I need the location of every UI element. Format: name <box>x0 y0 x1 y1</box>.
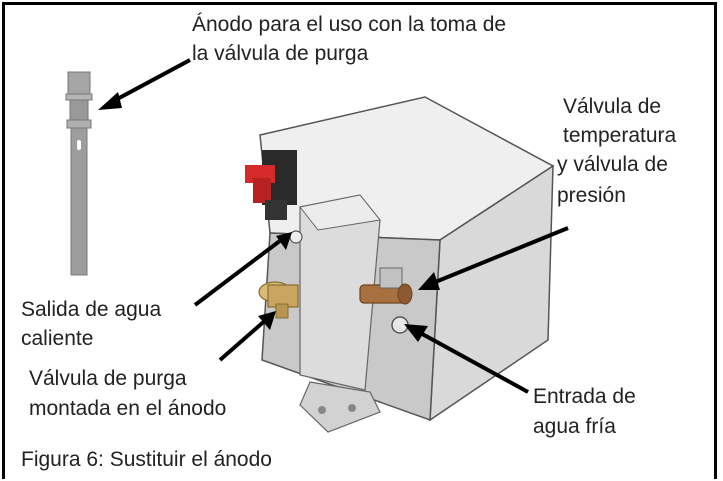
anode-label-line1: Ánodo para el uso con la toma de <box>192 13 507 36</box>
tp-valve-label-line1: Válvula de <box>563 95 662 118</box>
leader-arrows <box>98 58 569 394</box>
tp-valve-label-line3: y válvula de <box>557 153 668 176</box>
hot-outlet-label-line1: Salida de agua <box>21 297 162 322</box>
mounting-bracket <box>299 381 381 433</box>
cold-inlet-label-line2: agua fría <box>533 415 616 438</box>
brass-drain-valve <box>258 281 299 319</box>
cold-inlet-label-line1: Entrada de <box>533 384 636 409</box>
tp-valve <box>359 267 413 305</box>
figure-caption: Figura 6: Sustituir el ánodo <box>21 448 272 471</box>
tp-valve-label-line4: presión <box>557 184 626 207</box>
hot-outlet-label-line2: caliente <box>21 327 94 350</box>
anode-label-line2: la válvula de purga <box>192 42 369 65</box>
drain-valve-label-line2: montada en el ánodo <box>29 397 227 420</box>
hot-outlet-fitting <box>289 230 303 244</box>
red-valve-handle <box>245 150 297 220</box>
tp-valve-label-line2: temperatura <box>563 124 677 147</box>
anode-rod <box>65 71 93 276</box>
drain-valve-label-line1: Válvula de purga <box>29 367 187 390</box>
